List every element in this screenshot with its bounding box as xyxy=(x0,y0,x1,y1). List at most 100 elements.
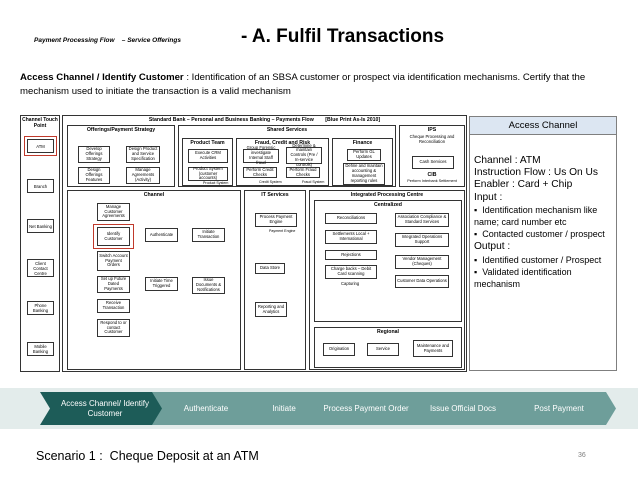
regional-box: Service xyxy=(367,343,399,356)
touch-point-branch[interactable]: Branch xyxy=(27,179,54,193)
main-title-text: Standard Bank – Personal and Business Ba… xyxy=(148,117,314,123)
enabler-line: Enabler : Card + Chip xyxy=(474,179,612,191)
blueprint-tag: [Blue Print As-Is 2010] xyxy=(325,117,381,123)
access-channel-panel: Access Channel Channel : ATM Instruction… xyxy=(469,116,617,371)
flow-subtitle: Payment Processing Flow – Service Offeri… xyxy=(34,37,181,44)
finance-group: Finance Perform GL Updates Define and ma… xyxy=(332,138,393,186)
output-item: ▪ Validated identification mechanism xyxy=(474,266,572,290)
ipc-box: Rejections xyxy=(325,250,377,260)
enabler-label: Enabler xyxy=(474,179,510,191)
description-prefix: Access Channel / Identify Customer xyxy=(20,72,184,83)
regional-box: Origination xyxy=(323,343,355,356)
cib-sub: Perform Interbank Settlement xyxy=(407,179,457,183)
touch-point-atm[interactable]: ATM xyxy=(27,139,54,153)
ipc-group: Integrated Processing Centre Centralized… xyxy=(309,190,465,370)
fraud-box: Perform Credit Checks xyxy=(243,167,277,178)
it-box: Data Store xyxy=(255,263,285,274)
capturing-label: Capturing xyxy=(341,281,360,286)
flow-step-issue-docs[interactable]: Issue Official Docs xyxy=(429,403,497,413)
touch-point-column: Channel Touch Point ATM Branch Net Banki… xyxy=(20,115,60,372)
input-item-text: Contacted customer / prospect xyxy=(482,229,605,240)
channel-box: Receive Transaction xyxy=(97,299,130,313)
output-item-text: Validated identification mechanism xyxy=(474,266,572,290)
flow-arrow-6 xyxy=(502,392,616,425)
flow-step-post-payment[interactable]: Post Payment xyxy=(534,403,584,413)
channel-box: Respond to or contact Customer xyxy=(97,319,130,337)
flow-arrow-3 xyxy=(242,392,326,425)
channel-box: Switch Account Payment Orders xyxy=(97,251,130,271)
ipc-box: Charge backs – Debit Card scanning xyxy=(325,265,377,279)
offering-box: Manage Agreements (Activity) xyxy=(126,167,160,184)
product-team-box: Execute CRM Activities xyxy=(188,149,228,163)
input-item: ▪ Contacted customer / prospect xyxy=(474,229,605,240)
flow-step-access-channel[interactable]: Access Channel/ Identify Customer xyxy=(60,398,150,418)
offerings-title: Offerings/Payment Strategy xyxy=(86,127,156,133)
product-system-label: Product System xyxy=(203,181,229,185)
finance-title: Finance xyxy=(352,140,373,146)
channel-title: Channel xyxy=(143,192,165,198)
it-services-group: IT Services Process Payment Engine Payme… xyxy=(244,190,306,370)
ips-title: IPS xyxy=(427,127,437,133)
subtitle-right: – Service Offerings xyxy=(121,37,181,44)
fraud-system-label: Fraud System xyxy=(302,180,325,184)
regional-box: Maintenance and Payments xyxy=(413,340,453,357)
main-title: Standard Bank – Personal and Business Ba… xyxy=(63,117,466,123)
output-item: ▪ Identified customer / Prospect xyxy=(474,254,602,265)
touch-point-mobile-banking[interactable]: Mobile Banking xyxy=(27,342,54,356)
offering-box: Design Product and Service Specification xyxy=(126,146,160,163)
access-channel-body: Channel : ATM Instruction Flow : Us On U… xyxy=(470,135,616,290)
ips-sub: Cheque Processing and Reconciliation xyxy=(409,134,455,144)
flow-step-process-payment[interactable]: Process Payment Order xyxy=(323,403,409,413)
it-box: Reporting and Analytics xyxy=(255,302,287,317)
touch-point-title: Channel Touch Point xyxy=(22,117,58,129)
product-team-box: Product System (customer accounts) xyxy=(188,166,228,181)
input-label: Input xyxy=(474,191,497,203)
enabler-value: : Card + Chip xyxy=(509,179,573,191)
touch-point-contact-centre[interactable]: Client Contact Centre xyxy=(27,259,54,277)
identify-customer-box[interactable]: Identify Customer xyxy=(97,227,130,246)
touch-point-phone-banking[interactable]: Phone Banking xyxy=(27,301,54,315)
payment-engine-label: Payment Engine xyxy=(269,229,296,233)
subtitle-left: Payment Processing Flow xyxy=(34,37,115,44)
payments-flow-diagram: Channel Touch Point ATM Branch Net Banki… xyxy=(20,115,467,372)
atm-highlight xyxy=(24,136,57,156)
ipc-box: Association Compliance & Standard Servic… xyxy=(395,213,449,227)
flow-arrow-2 xyxy=(152,392,260,425)
input-item-text: Identification mechanism like name; card… xyxy=(474,204,598,228)
ipc-box: Integrated Operations Support xyxy=(395,233,449,247)
flow-step-initiate[interactable]: Initiate xyxy=(272,403,296,413)
flow-arrow-1 xyxy=(40,392,170,425)
scenario-text: Cheque Deposit at an ATM xyxy=(109,449,259,463)
cash-services-box: Cash Services xyxy=(412,156,454,169)
fraud-title: Fraud, Credit and Risk xyxy=(254,140,311,146)
it-box: Process Payment Engine xyxy=(255,213,297,227)
fraud-group: Fraud, Credit and Risk Group Forensic in… xyxy=(236,138,329,186)
product-team-title: Product Team xyxy=(190,140,225,146)
channel-label: Channel xyxy=(474,155,512,166)
instruction-line: Instruction Flow : Us On Us xyxy=(474,167,612,179)
input-line: Input : xyxy=(474,192,612,204)
instruction-label: Instruction Flow xyxy=(474,167,546,179)
shared-services-title: Shared Services xyxy=(266,127,308,133)
ipc-box: Reconciliations xyxy=(325,213,377,224)
channel-line: Channel : ATM xyxy=(474,155,612,167)
identify-customer-highlight xyxy=(93,224,134,249)
credit-system-label: Credit System xyxy=(259,180,282,184)
offering-box: Design Offerings Features xyxy=(78,167,110,184)
product-team-group: Product Team Execute CRM Activities Prod… xyxy=(182,138,233,186)
access-channel-header: Access Channel xyxy=(470,117,616,135)
touch-point-net-banking[interactable]: Net Banking xyxy=(27,219,54,233)
channel-box: Issue Documents & Notifications xyxy=(192,277,225,294)
ips-group: IPS Cheque Processing and Reconciliation… xyxy=(399,125,465,187)
page-number: 36 xyxy=(578,452,586,459)
shared-services-group: Shared Services Product Team Execute CRM… xyxy=(178,125,396,187)
flow-arrow-5 xyxy=(406,392,520,425)
regional-title: Regional xyxy=(377,329,399,335)
channel-box: Authenticate xyxy=(145,228,178,242)
input-suffix: : xyxy=(496,191,503,203)
finance-box: Define and maintain accounting & managem… xyxy=(343,163,385,185)
fraud-box: Perform Fraud Checks xyxy=(286,167,320,178)
output-item-text: Identified customer / Prospect xyxy=(482,254,602,265)
regional-group: Regional Origination Service Maintenance… xyxy=(314,327,462,368)
flow-step-authenticate[interactable]: Authenticate xyxy=(183,403,229,413)
